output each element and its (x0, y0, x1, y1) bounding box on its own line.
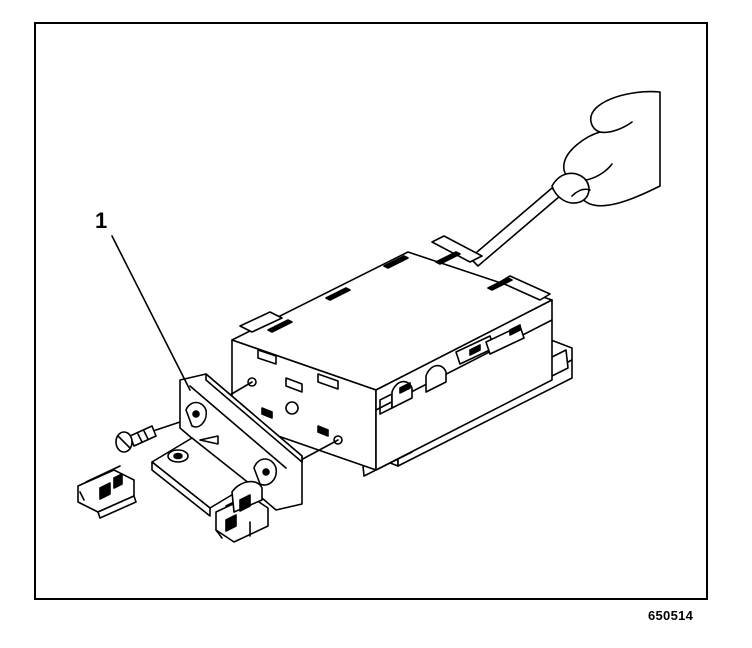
unit-housing (231, 235, 553, 471)
figure-frame (34, 22, 708, 600)
callout-number: 1 (95, 208, 108, 233)
left-clip (77, 465, 137, 519)
hand-icon (551, 90, 661, 207)
mounting-bracket (179, 373, 303, 511)
right-clip (215, 480, 269, 543)
figure-id: 650514 (648, 608, 694, 623)
screw-icon (115, 425, 157, 453)
tool-shaft (469, 187, 561, 267)
callout-leader-line (111, 235, 191, 391)
